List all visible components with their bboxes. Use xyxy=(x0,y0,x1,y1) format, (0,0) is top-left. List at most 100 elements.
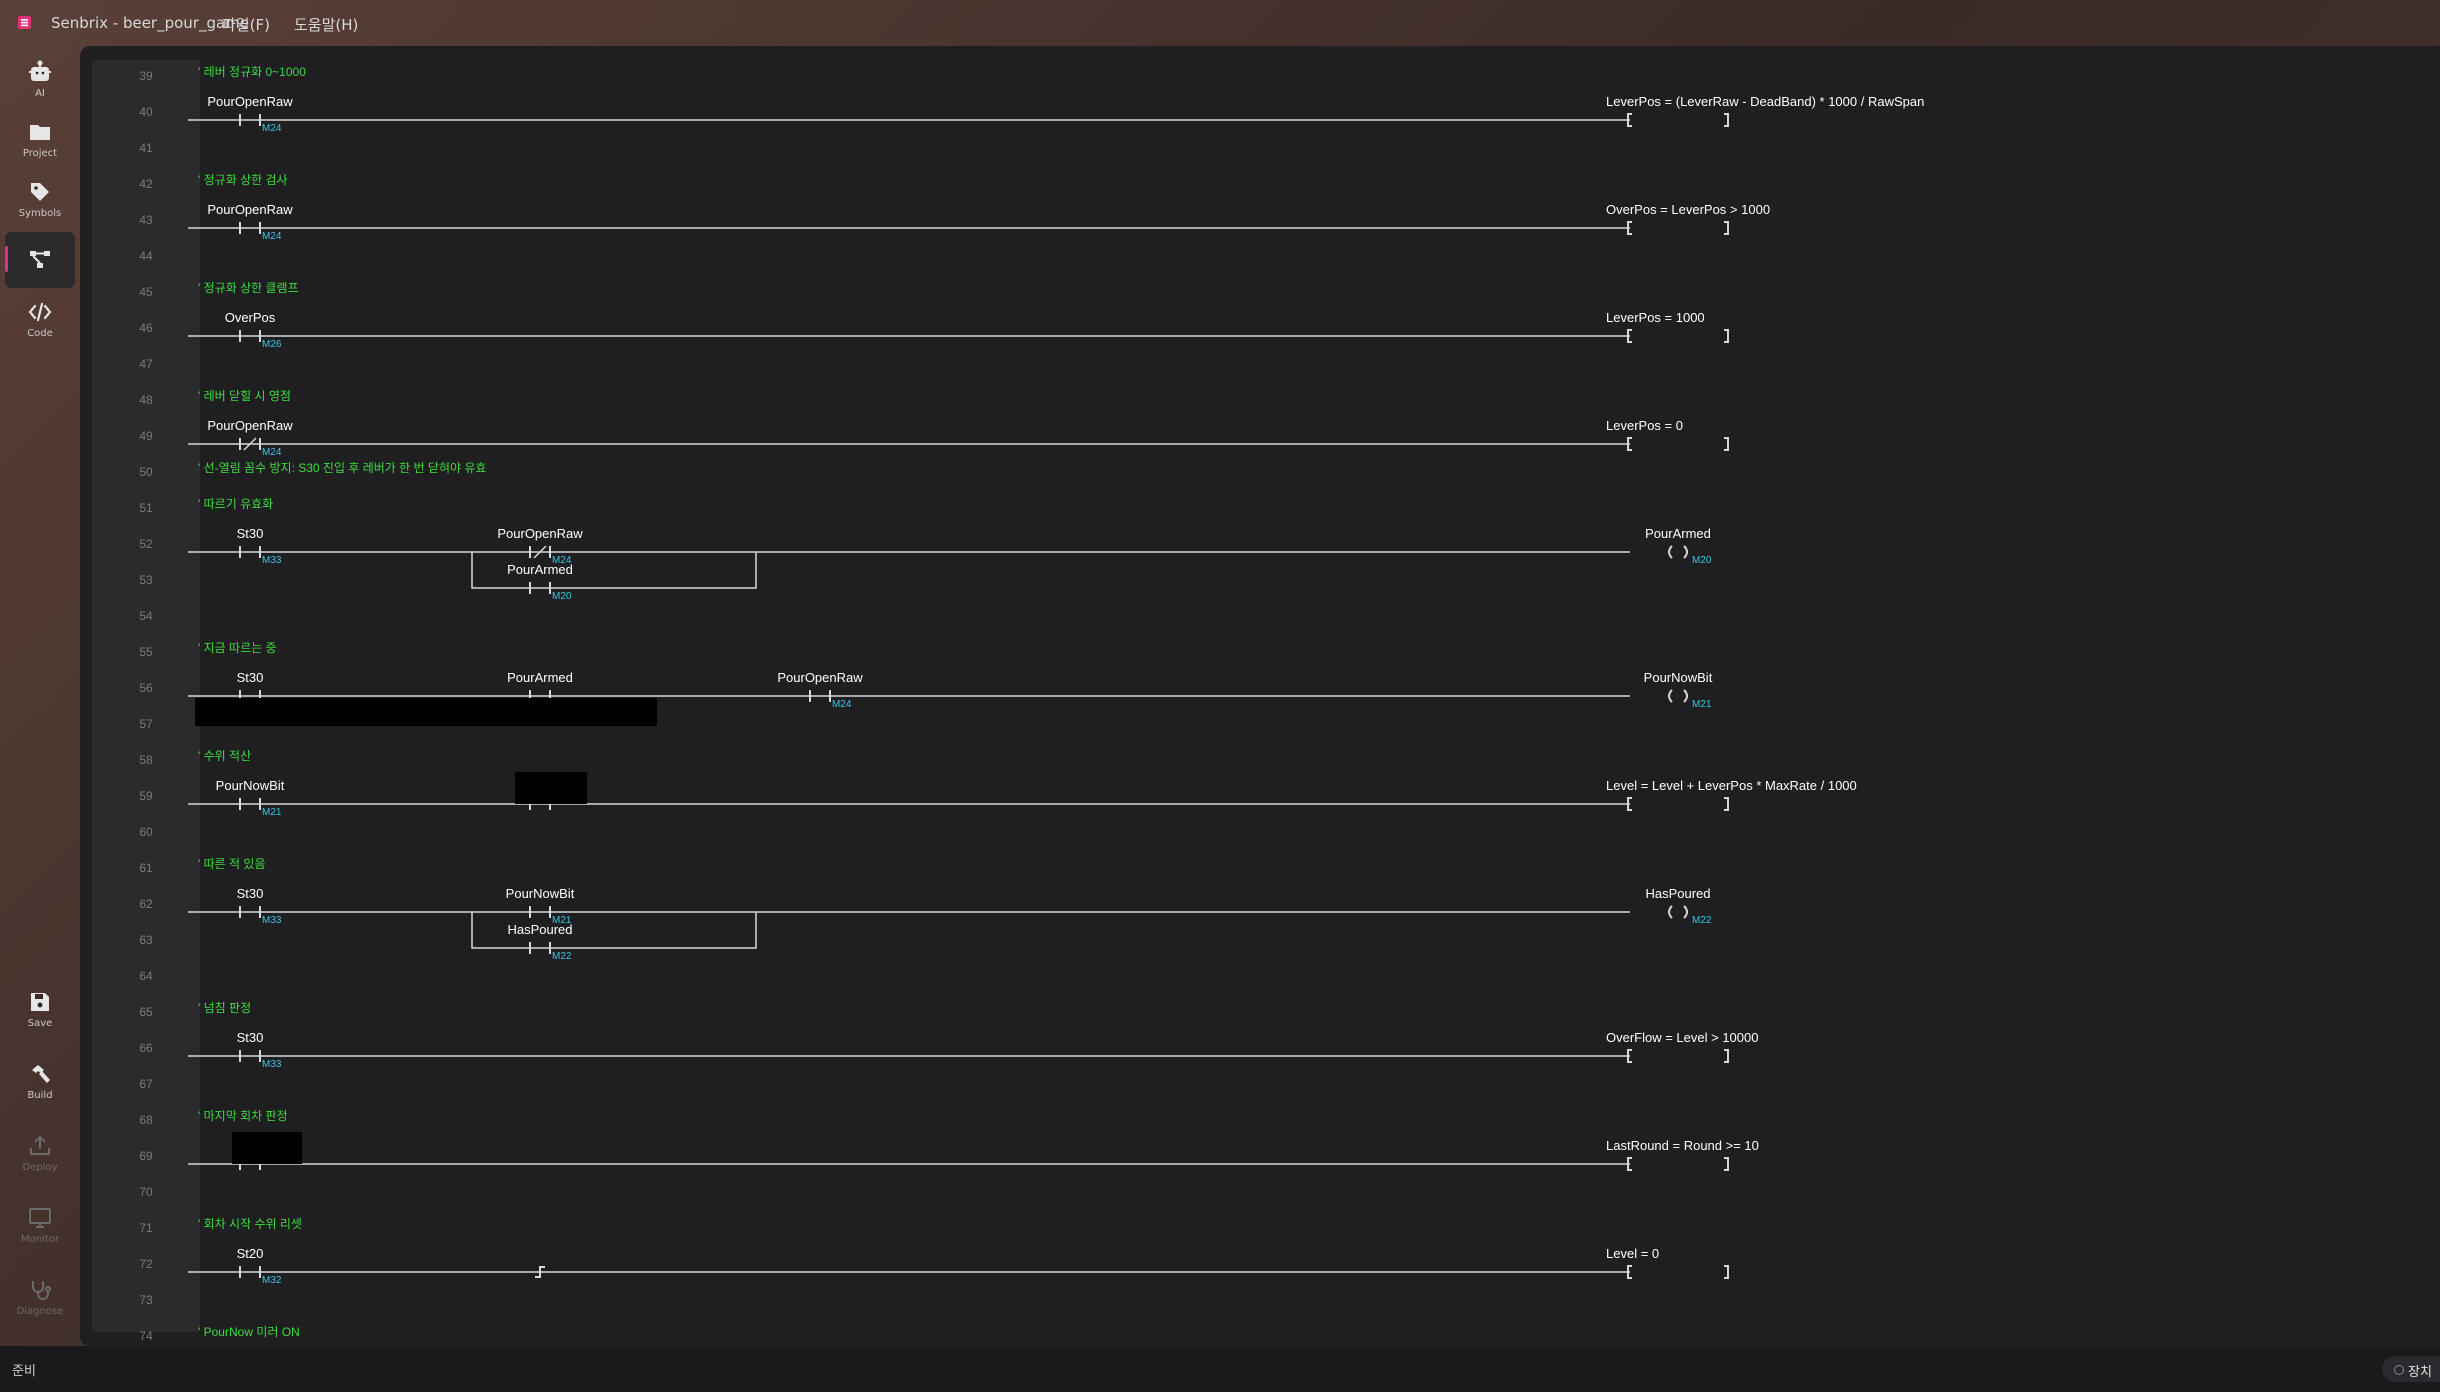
sidebar-item-save[interactable]: Save xyxy=(5,982,75,1038)
line-number: 65 xyxy=(139,1005,153,1019)
line-number: 46 xyxy=(139,321,153,335)
function-block-text: OverPos = LeverPos > 1000 xyxy=(1606,202,1770,217)
line-number: 56 xyxy=(139,681,153,695)
line-number: 64 xyxy=(139,969,153,983)
coil-right xyxy=(1683,545,1688,559)
branch-wire xyxy=(471,552,757,589)
contact-label: PourArmed xyxy=(507,670,573,685)
contact-address: M26 xyxy=(262,339,282,350)
branch-contact-address: M22 xyxy=(552,951,572,962)
line-number: 42 xyxy=(139,177,153,191)
menu-file[interactable]: 파일(F) xyxy=(222,16,270,34)
rung-comment: ' 선-열림 꼼수 방지: S30 진입 후 레버가 한 번 닫혀야 유효 xyxy=(198,461,486,475)
branch-contact-label: HasPoured xyxy=(507,922,572,937)
coil-address: M22 xyxy=(1692,915,1712,926)
contact-address: M33 xyxy=(262,1059,282,1070)
rung-comment: ' 레버 정규화 0~1000 xyxy=(198,65,306,79)
function-block-text: Level = Level + LeverPos * MaxRate / 100… xyxy=(1606,778,1857,793)
rung-comment: ' 지금 따르는 중 xyxy=(198,641,277,655)
function-block-left xyxy=(1627,1049,1632,1063)
coil-left xyxy=(1668,689,1673,703)
menu-help[interactable]: 도움말(H) xyxy=(294,16,359,34)
contact-label: PourNowBit xyxy=(216,778,285,793)
sidebar-item-monitor[interactable]: Monitor xyxy=(5,1198,75,1254)
device-label: 장치 xyxy=(2408,1365,2432,1380)
line-number: 54 xyxy=(139,609,153,623)
sidebar-item-symbols[interactable]: Symbols xyxy=(5,172,75,228)
function-block-text: Level = 0 xyxy=(1606,1246,1659,1261)
rung-comment: ' 넘침 판정 xyxy=(198,1001,251,1015)
line-number: 63 xyxy=(139,933,153,947)
coil-label: HasPoured xyxy=(1645,886,1710,901)
sidebar-item-ladder[interactable] xyxy=(5,232,75,288)
line-number: 70 xyxy=(139,1185,153,1199)
window-title: Senbrix - beer_pour_game xyxy=(51,14,250,32)
sidebar-label-symbols: Symbols xyxy=(18,208,62,219)
line-number: 72 xyxy=(139,1257,153,1271)
contact-address: M24 xyxy=(262,231,282,242)
code-icon xyxy=(28,302,52,322)
coil-gap xyxy=(1634,908,2184,916)
function-block-right xyxy=(1724,1157,1729,1171)
contact-address: M21 xyxy=(262,807,282,818)
sidebar-label-project: Project xyxy=(22,148,58,159)
function-block-left xyxy=(1627,113,1632,127)
coil-gap xyxy=(1634,548,2184,556)
title-bar: Senbrix - beer_pour_game 파일(F) 도움말(H) xyxy=(0,0,2440,46)
sidebar-label-save: Save xyxy=(27,1018,53,1029)
rung-comment: ' 마지막 회차 판정 xyxy=(198,1109,288,1123)
sidebar-item-ai[interactable]: AI xyxy=(5,52,75,108)
ladder-canvas[interactable]: 39' 레버 정규화 0~100040PourOpenRawM24LeverPo… xyxy=(80,46,2440,1346)
function-block-text: LeverPos = 1000 xyxy=(1606,310,1705,325)
coil-address: M20 xyxy=(1692,555,1712,566)
device-status-button[interactable]: 장치 xyxy=(2382,1356,2440,1382)
rung-comment: ' PourNow 미러 ON xyxy=(198,1325,300,1339)
contact-address: M33 xyxy=(262,915,282,926)
rung-comment: ' 레버 닫힐 시 영점 xyxy=(198,389,291,403)
line-number: 60 xyxy=(139,825,153,839)
function-block-text: LeverPos = 0 xyxy=(1606,418,1683,433)
coil-label: PourArmed xyxy=(1645,526,1711,541)
sidebar-label-diagnose: Diagnose xyxy=(16,1306,64,1317)
sidebar-item-diagnose[interactable]: Diagnose xyxy=(5,1270,75,1326)
line-number: 52 xyxy=(139,537,153,551)
sidebar-item-deploy[interactable]: Deploy xyxy=(5,1126,75,1182)
line-number: 59 xyxy=(139,789,153,803)
line-number: 62 xyxy=(139,897,153,911)
redacted-box xyxy=(195,698,657,726)
contact-label: St30 xyxy=(237,886,264,901)
rung-comment: ' 따르기 유효화 xyxy=(198,497,273,511)
line-number: 48 xyxy=(139,393,153,407)
function-block-text: LeverPos = (LeverRaw - DeadBand) * 1000 … xyxy=(1606,94,1924,109)
coil-left xyxy=(1668,905,1673,919)
function-block-right xyxy=(1724,329,1729,343)
function-block-gap xyxy=(1634,440,1722,448)
function-block-left xyxy=(1627,1157,1632,1171)
sidebar-item-build[interactable]: Build xyxy=(5,1054,75,1110)
sidebar-label-deploy: Deploy xyxy=(22,1162,58,1173)
function-block-text: LastRound = Round >= 10 xyxy=(1606,1138,1759,1153)
line-number: 44 xyxy=(139,249,153,263)
line-number: 50 xyxy=(139,465,153,479)
function-block-right xyxy=(1724,1265,1729,1279)
function-block-gap xyxy=(1634,1268,1722,1276)
contact-address: M24 xyxy=(262,123,282,134)
hammer-icon xyxy=(32,1065,50,1083)
folder-icon xyxy=(30,125,50,140)
function-block-gap xyxy=(1634,800,1722,808)
contact-address: M21 xyxy=(552,915,572,926)
sidebar-item-project[interactable]: Project xyxy=(5,112,75,168)
contact-contact-slash xyxy=(243,437,257,451)
device-status-dot-icon xyxy=(2394,1365,2404,1375)
line-number: 67 xyxy=(139,1077,153,1091)
line-number: 49 xyxy=(139,429,153,443)
line-number: 68 xyxy=(139,1113,153,1127)
line-number: 57 xyxy=(139,717,153,731)
function-block-gap xyxy=(1634,224,1722,232)
contact-label: St20 xyxy=(237,1246,264,1261)
contact-edge-contact xyxy=(535,1266,545,1278)
sidebar-item-code[interactable]: Code xyxy=(5,292,75,348)
contact-address: M24 xyxy=(832,699,852,710)
rung-comment: ' 정규화 상한 클램프 xyxy=(198,281,299,295)
